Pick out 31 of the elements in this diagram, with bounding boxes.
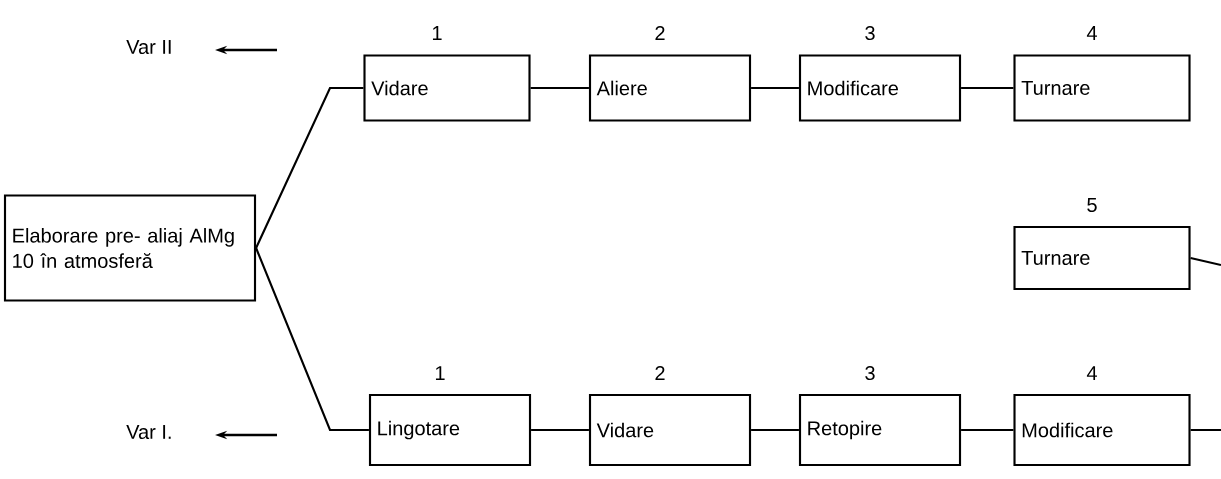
process-box: Modificare [1013,393,1191,467]
connector-line [1190,428,1221,432]
step-number: 2 [655,366,665,380]
connector-line [255,247,369,432]
process-box: Turnare [1013,54,1191,122]
step-number: 4 [1086,26,1097,40]
process-box: Aliere [588,54,752,122]
step-number: 3 [865,25,875,41]
process-box: Modificare [798,54,962,122]
process-box: Retopire [798,393,962,467]
variant-label: Var I. [126,425,171,439]
connector-line [531,428,589,432]
process-box: Lingotare [368,393,532,467]
connector-line [751,86,799,90]
process-box: Vidare [588,393,752,467]
step-number: 1 [435,366,445,380]
connector-line [961,86,1014,90]
connector-line [751,428,799,432]
step-number: 2 [655,26,665,40]
connector-line [530,86,589,90]
connector-line [255,86,364,249]
connector-line [961,428,1014,432]
step-number: 4 [1086,366,1097,380]
connector-line [1190,256,1221,267]
step-number: 3 [865,365,875,381]
step-number: 5 [1087,198,1097,212]
process-box: Turnare [1013,225,1191,291]
variant-label: Var II [126,40,171,54]
step-number: 1 [432,26,442,40]
process-box: Vidare [363,54,531,122]
process-box: Elaborare pre- aliaj AlMg 10 în atmosferă [3,194,257,302]
